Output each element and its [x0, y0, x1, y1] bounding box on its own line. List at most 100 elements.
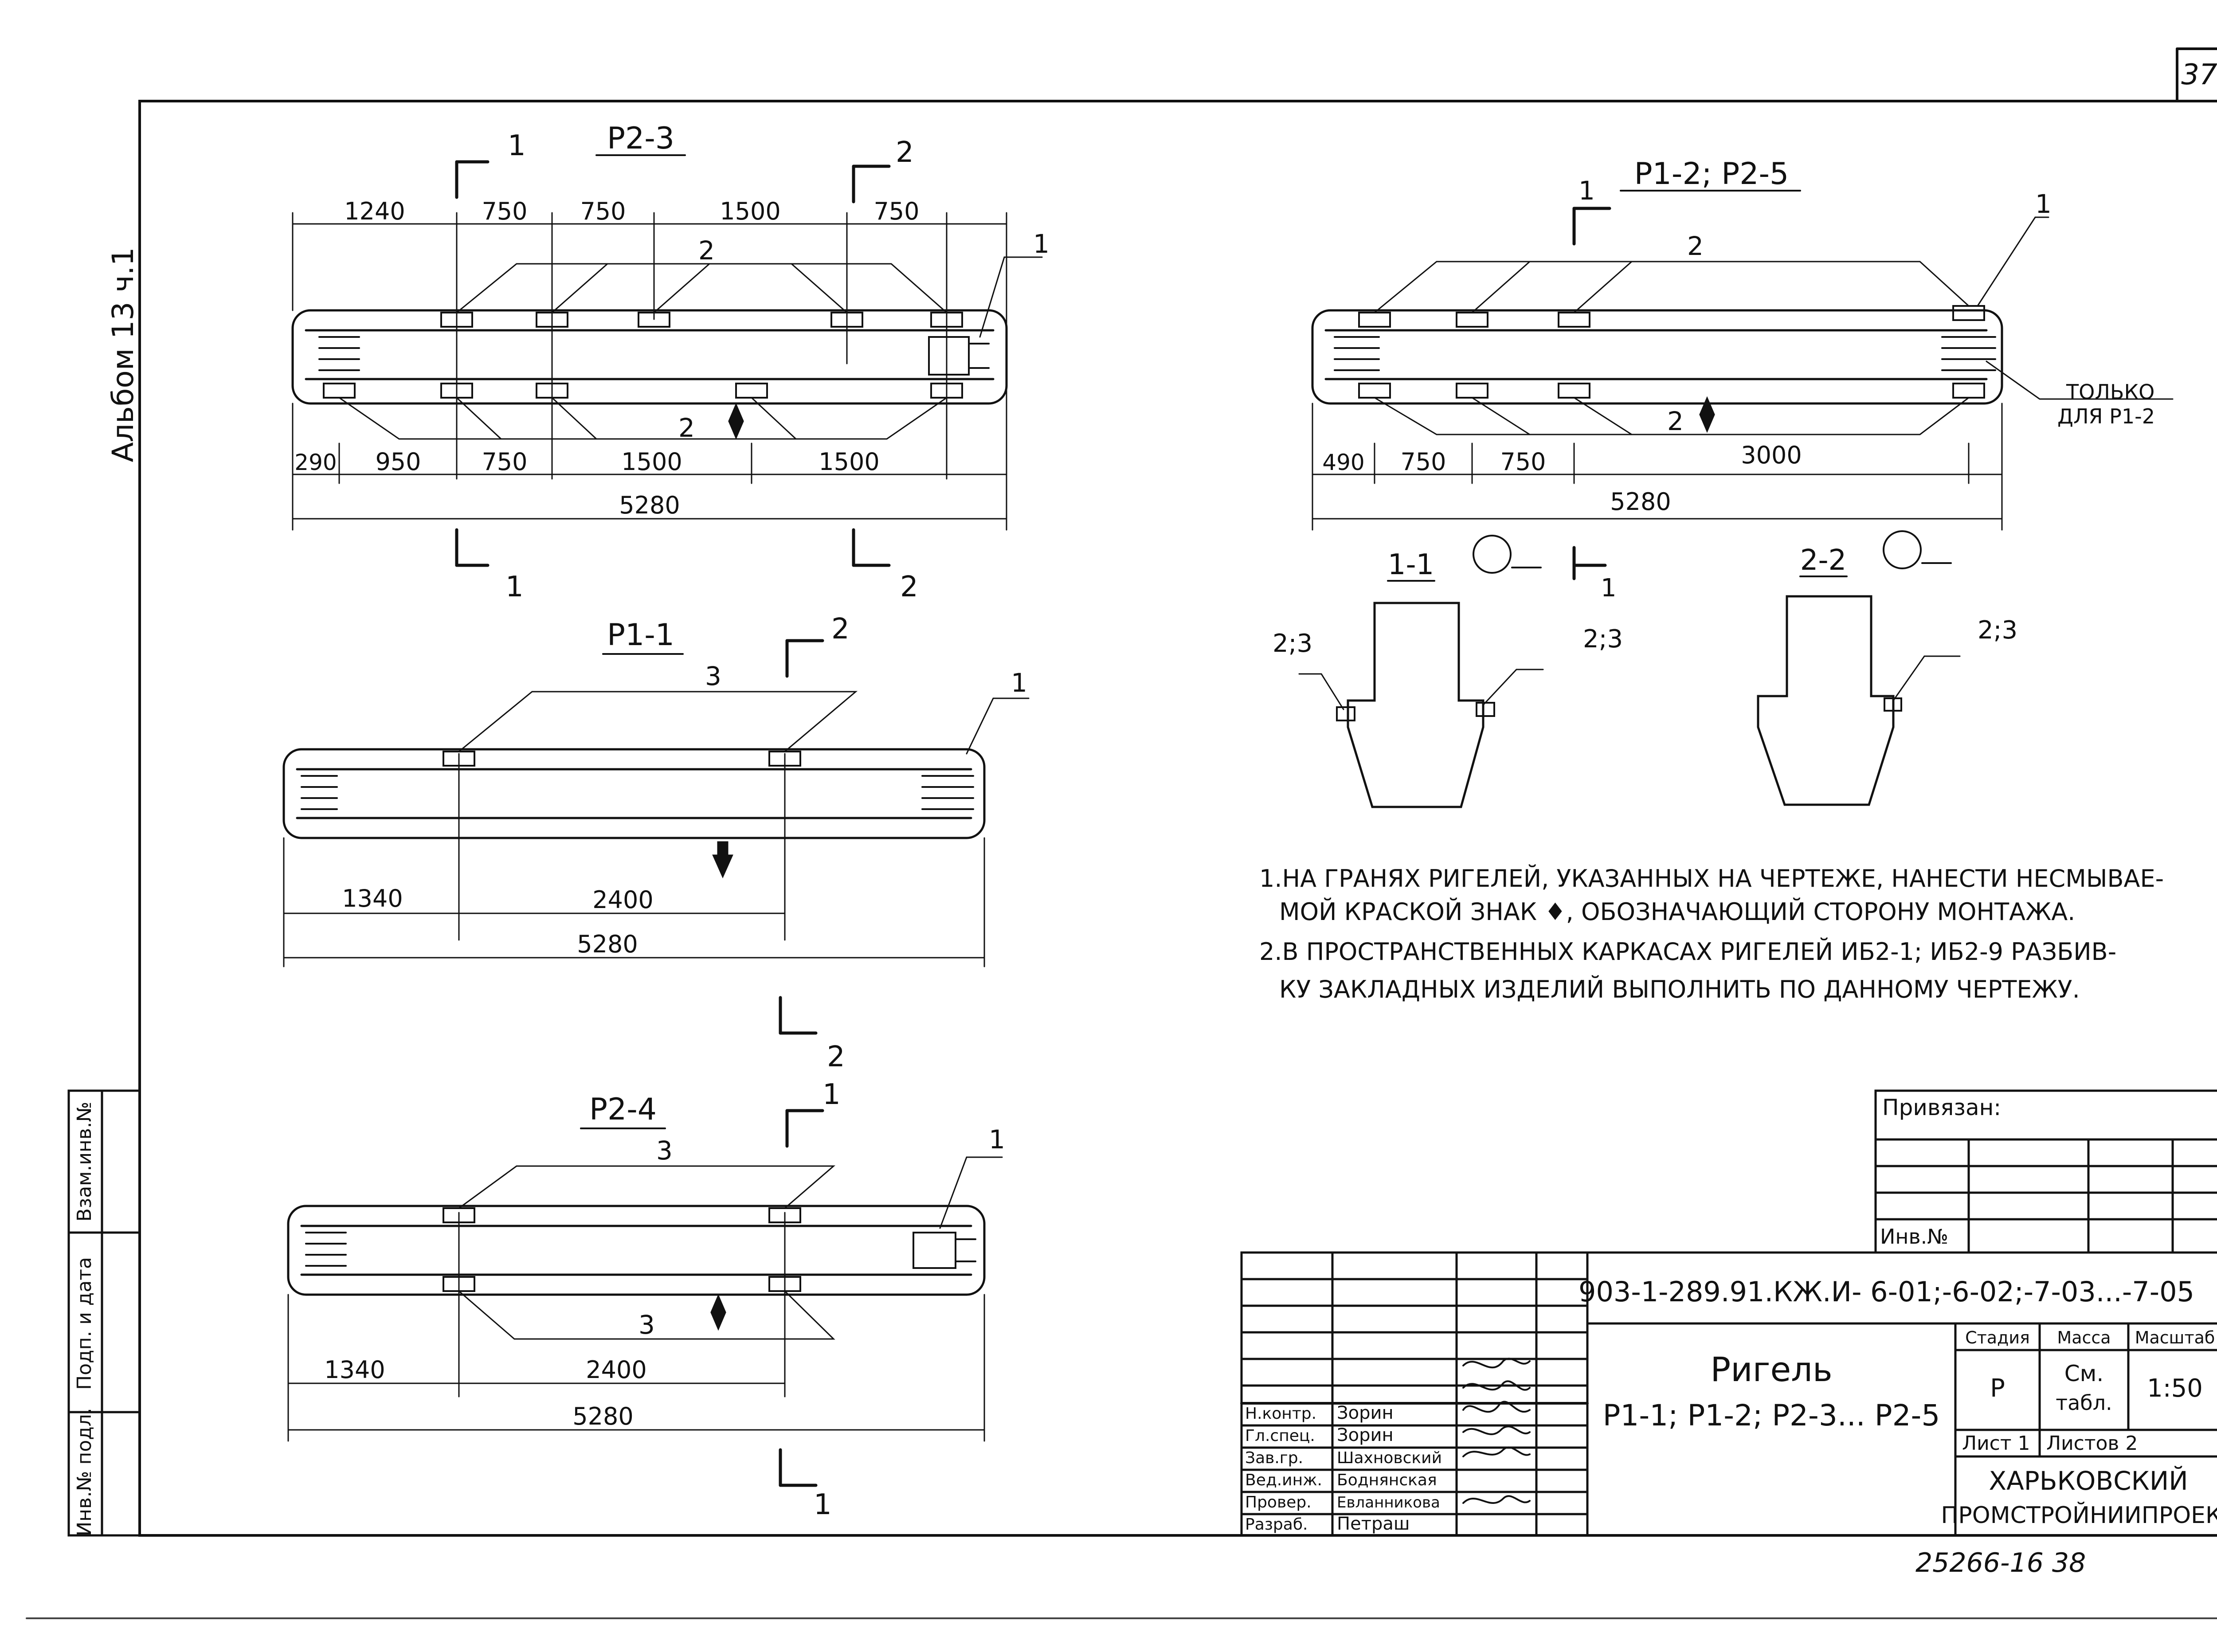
sheet-label: Лист 1	[1962, 1432, 2030, 1455]
cut-label: 1	[823, 1078, 841, 1111]
cut-label: 2	[900, 571, 918, 603]
dim-total: 5280	[577, 930, 638, 958]
leader-label: 3	[656, 1135, 673, 1166]
page-number: 37	[2181, 59, 2217, 91]
signatory-name: Петраш	[1337, 1514, 1410, 1534]
binding-inv-label: Инв.№	[1880, 1225, 1948, 1249]
cut-label: 2	[827, 1041, 845, 1073]
signatory-role: Разраб.	[1245, 1515, 1308, 1534]
section-leader-label: 2;3	[1583, 625, 1623, 654]
dim-label: 1340	[324, 1356, 385, 1384]
signatory-role: Провер.	[1245, 1493, 1312, 1511]
note-line: МОЙ КРАСКОЙ ЗНАК ♦, ОБОЗНАЧАЮЩИЙ СТОРОНУ…	[1279, 898, 2075, 926]
section-1-1	[1298, 535, 1607, 808]
doc-code: 903-1-289.91.КЖ.И- 6-01;-6-02;-7-03...-7…	[1579, 1276, 2194, 1308]
signatures	[1462, 1358, 1531, 1504]
view-p1-2-p2-5	[1311, 190, 2174, 531]
signatory-role: Н.контр.	[1245, 1405, 1316, 1423]
view-p2-4-title: Р2-4	[589, 1092, 657, 1127]
dim-total: 5280	[572, 1402, 633, 1430]
archive-number: 25266-16 38	[1915, 1547, 2086, 1578]
note-line: 2.В ПРОСТРАНСТВЕННЫХ КАРКАСАХ РИГЕЛЕЙ ИБ…	[1259, 938, 2116, 966]
mass-value-line2: табл.	[2056, 1391, 2112, 1415]
cut-label: 1	[1579, 176, 1595, 206]
dim-label: 750	[580, 197, 626, 225]
sheet-frame	[138, 47, 2217, 1537]
organization-line1: ХАРЬКОВСКИЙ	[1989, 1465, 2188, 1496]
leader-label: 1	[2035, 189, 2052, 219]
leader-label: 2	[698, 235, 715, 266]
view-p2-3-title: Р2-3	[607, 121, 674, 156]
view-p2-4	[287, 1109, 1003, 1487]
dim-label: 290	[294, 450, 337, 475]
dim-label: 1340	[342, 885, 403, 912]
dim-total: 5280	[619, 491, 680, 519]
dim-label: 490	[1322, 450, 1364, 475]
cut-label: 1	[505, 571, 524, 603]
leader-label: 2	[1667, 406, 1684, 436]
note-only-line1: ТОЛЬКО	[2066, 380, 2154, 404]
dim-label: 750	[1400, 448, 1446, 476]
side-stamp-sign-cell: Подп. и дата	[73, 1257, 96, 1390]
leader-label: 3	[705, 661, 721, 691]
dim-label: 2400	[586, 1356, 646, 1384]
dim-label: 750	[1500, 448, 1546, 476]
binding-title: Привязан:	[1882, 1095, 2001, 1120]
title-block	[1240, 1251, 2217, 1537]
signatory-role: Вед.инж.	[1245, 1471, 1322, 1489]
section-2-2-title: 2-2	[1800, 544, 1847, 577]
dim-label: 750	[873, 197, 919, 225]
signatory-name: Боднянская	[1337, 1471, 1437, 1489]
view-p1-1-title: Р1-1	[607, 618, 674, 653]
leader-label: 2	[1687, 231, 1704, 261]
note-only-line2: ДЛЯ Р1-2	[2057, 404, 2155, 428]
mass-value-line1: См.	[2064, 1361, 2104, 1386]
signatory-role: Зав.гр.	[1245, 1449, 1303, 1467]
dim-total: 5280	[1610, 488, 1671, 516]
stage-value: Р	[1990, 1374, 2005, 1403]
side-stamp-inv-cell: Инв.№ подл.	[73, 1408, 96, 1536]
signatory-name: Зорин	[1337, 1425, 1394, 1445]
drawing-name: Ригель	[1710, 1350, 1832, 1389]
side-stamp-replace-cell: Взам.инв.№	[73, 1102, 96, 1222]
stage-header: Стадия	[1965, 1328, 2030, 1347]
leader-label: 1	[989, 1124, 1005, 1155]
sheets-label: Листов 2	[2046, 1432, 2138, 1455]
note-line: 1.НА ГРАНЯХ РИГЕЛЕЙ, УКАЗАННЫХ НА ЧЕРТЕЖ…	[1259, 865, 2164, 893]
dim-label: 1500	[819, 448, 879, 476]
leader-label: 3	[638, 1310, 655, 1340]
album-label: Альбом 13 ч.1	[106, 247, 140, 462]
section-leader-label: 2;3	[1273, 629, 1312, 658]
view-p2-3	[291, 154, 1043, 567]
section-1-1-title: 1-1	[1388, 548, 1434, 581]
organization-line2: ПРОМСТРОЙНИИПРОЕКТ	[1941, 1502, 2217, 1529]
side-stamp	[67, 1089, 141, 1537]
cut-label: 1	[814, 1488, 832, 1521]
drawing-name-items: Р1-1; Р1-2; Р2-3... Р2-5	[1603, 1398, 1940, 1433]
section-leader-label: 2;3	[1978, 616, 2017, 645]
view-p1-2-p2-5-title: Р1-2; Р2-5	[1634, 157, 1789, 192]
note-line: КУ ЗАКЛАДНЫХ ИЗДЕЛИЙ ВЫПОЛНИТЬ ПО ДАННОМ…	[1279, 975, 2080, 1003]
signatory-name: Шахновский	[1337, 1449, 1442, 1467]
leader-label: 1	[1011, 668, 1027, 698]
scale-header: Масштаб	[2135, 1328, 2215, 1347]
signatory-role: Гл.спец.	[1245, 1427, 1315, 1445]
section-2-2	[1757, 530, 1961, 806]
dim-label: 750	[482, 448, 527, 476]
scale-value: 1:50	[2147, 1374, 2203, 1403]
dim-label: 1500	[621, 448, 682, 476]
signatory-name: Зорин	[1337, 1403, 1394, 1423]
cut-label: 1	[1601, 574, 1617, 603]
dim-label: 950	[375, 448, 421, 476]
dim-label: 750	[482, 197, 527, 225]
view-p1-1	[282, 639, 1030, 1035]
cut-label: 2	[896, 136, 914, 169]
dim-label: 1500	[720, 197, 780, 225]
leader-label: 1	[1033, 229, 1050, 259]
mass-header: Масса	[2057, 1328, 2111, 1347]
leader-label: 2	[678, 413, 695, 443]
dim-label: 3000	[1741, 441, 1802, 469]
dim-label: 1240	[344, 197, 405, 225]
cut-label: 2	[831, 613, 850, 646]
